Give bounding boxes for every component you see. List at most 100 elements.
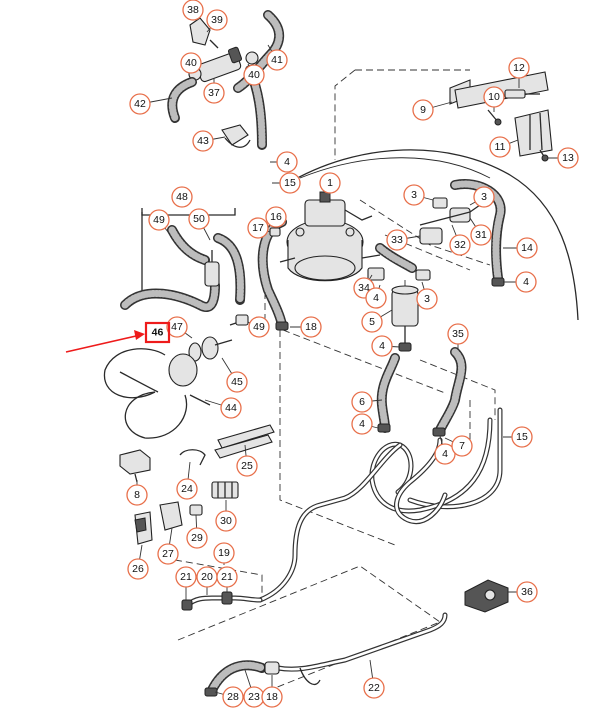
callout-18[interactable]: 18 — [261, 686, 283, 708]
callout-number: 30 — [220, 515, 232, 527]
callout-18[interactable]: 18 — [300, 316, 322, 338]
callout-circle — [175, 566, 197, 588]
callout-6[interactable]: 6 — [351, 391, 373, 413]
callout-circle — [279, 172, 301, 194]
callout-26[interactable]: 26 — [127, 558, 149, 580]
callout-circle — [266, 49, 288, 71]
callout-circle — [236, 455, 258, 477]
callout-circle — [226, 371, 248, 393]
callout-4[interactable]: 4 — [351, 413, 373, 435]
callout-41[interactable]: 41 — [266, 49, 288, 71]
callout-44[interactable]: 44 — [220, 397, 242, 419]
callout-circle — [157, 543, 179, 565]
callout-number: 10 — [488, 91, 500, 103]
callout-49[interactable]: 49 — [248, 316, 270, 338]
callout-50[interactable]: 50 — [188, 208, 210, 230]
callout-11[interactable]: 11 — [489, 136, 511, 158]
callout-27[interactable]: 27 — [157, 543, 179, 565]
callout-number: 40 — [248, 69, 260, 81]
callout-number: 44 — [225, 402, 237, 414]
callout-circle — [148, 209, 170, 231]
callout-43[interactable]: 43 — [192, 130, 214, 152]
callout-3[interactable]: 3 — [416, 288, 438, 310]
callout-16[interactable]: 16 — [265, 206, 287, 228]
callout-circle — [206, 9, 228, 31]
callout-35[interactable]: 35 — [447, 323, 469, 345]
callout-circle — [186, 527, 208, 549]
callout-40[interactable]: 40 — [180, 52, 202, 74]
fuel-distributor-unit — [279, 191, 381, 282]
callout-39[interactable]: 39 — [206, 9, 228, 31]
callout-28[interactable]: 28 — [222, 686, 244, 708]
highlighted-part-46[interactable]: 46 — [144, 321, 171, 344]
callout-20[interactable]: 20 — [196, 566, 218, 588]
callout-15[interactable]: 15 — [279, 172, 301, 194]
callout-40[interactable]: 40 — [243, 64, 265, 86]
callout-number: 45 — [231, 376, 243, 388]
callout-number: 40 — [185, 57, 197, 69]
callout-number: 15 — [284, 177, 296, 189]
callout-number: 42 — [134, 98, 146, 110]
callout-number: 6 — [359, 396, 365, 408]
highlight-box — [144, 321, 171, 344]
callout-14[interactable]: 14 — [516, 237, 538, 259]
callout-45[interactable]: 45 — [226, 371, 248, 393]
callout-21[interactable]: 21 — [216, 566, 238, 588]
callout-number: 33 — [391, 234, 403, 246]
callout-15[interactable]: 15 — [511, 426, 533, 448]
callout-13[interactable]: 13 — [557, 147, 579, 169]
callout-4[interactable]: 4 — [365, 287, 387, 309]
callout-37[interactable]: 37 — [203, 82, 225, 104]
callout-32[interactable]: 32 — [449, 234, 471, 256]
callout-3[interactable]: 3 — [403, 184, 425, 206]
callout-38[interactable]: 38 — [182, 0, 204, 21]
callout-30[interactable]: 30 — [215, 510, 237, 532]
callout-23[interactable]: 23 — [243, 686, 265, 708]
callout-number: 24 — [181, 483, 193, 495]
callout-31[interactable]: 31 — [470, 224, 492, 246]
callout-29[interactable]: 29 — [186, 527, 208, 549]
callout-33[interactable]: 33 — [386, 229, 408, 251]
callout-number: 39 — [211, 14, 223, 26]
callout-4[interactable]: 4 — [515, 271, 537, 293]
callout-5[interactable]: 5 — [361, 311, 383, 333]
callout-3[interactable]: 3 — [473, 186, 495, 208]
callout-number: 23 — [248, 691, 260, 703]
callout-7[interactable]: 7 — [451, 435, 473, 457]
callout-number: 7 — [459, 440, 465, 452]
callout-36[interactable]: 36 — [516, 581, 538, 603]
callout-19[interactable]: 19 — [213, 542, 235, 564]
callout-9[interactable]: 9 — [412, 99, 434, 121]
callout-24[interactable]: 24 — [176, 478, 198, 500]
callout-number: 49 — [153, 214, 165, 226]
callout-1[interactable]: 1 — [319, 172, 341, 194]
callout-42[interactable]: 42 — [129, 93, 151, 115]
callout-circle — [126, 484, 148, 506]
clips-and-holders — [119, 424, 275, 545]
callout-number: 21 — [221, 571, 233, 583]
highlight-label: 46 — [152, 327, 164, 339]
callout-22[interactable]: 22 — [363, 677, 385, 699]
callout-circle — [180, 52, 202, 74]
callout-number: 16 — [270, 211, 282, 223]
callout-25[interactable]: 25 — [236, 455, 258, 477]
callout-number: 48 — [176, 191, 188, 203]
callout-circle — [449, 234, 471, 256]
callout-number: 47 — [171, 321, 183, 333]
callout-48[interactable]: 48 — [171, 186, 193, 208]
callout-47[interactable]: 47 — [166, 316, 188, 338]
callout-4[interactable]: 4 — [276, 151, 298, 173]
callout-21[interactable]: 21 — [175, 566, 197, 588]
callout-circle — [216, 566, 238, 588]
callout-number: 13 — [562, 152, 574, 164]
callout-12[interactable]: 12 — [508, 57, 530, 79]
callout-17[interactable]: 17 — [247, 217, 269, 239]
callout-4[interactable]: 4 — [371, 335, 393, 357]
callout-8[interactable]: 8 — [126, 484, 148, 506]
callout-49[interactable]: 49 — [148, 209, 170, 231]
callout-number: 4 — [373, 292, 379, 304]
callout-circle — [261, 686, 283, 708]
callout-10[interactable]: 10 — [483, 86, 505, 108]
